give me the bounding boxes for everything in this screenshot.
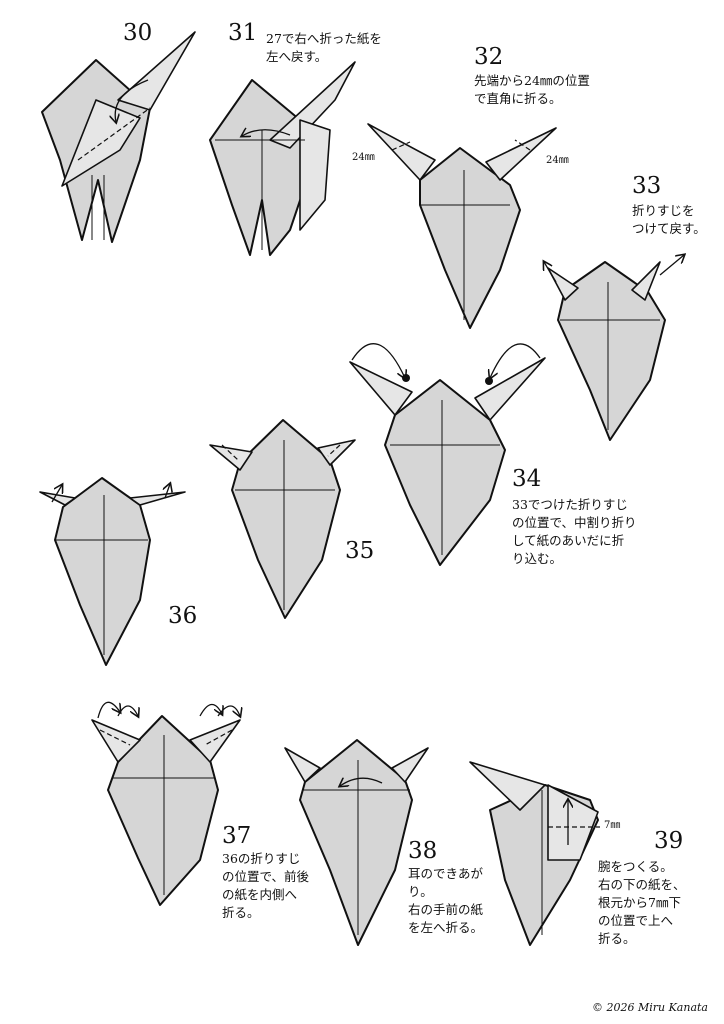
step-caption: 折りすじを つけて戻す。 [632,203,706,236]
step-caption: 36の折りすじ の位置で、前後 の紙を内側へ 折る。 [222,851,310,920]
diagram-step-39 [469,761,600,946]
step-number: 30 [123,20,153,46]
step-caption: 33でつけた折りすじ の位置で、中割り折り して紙のあいだに折 り込む。 [512,497,637,566]
diagram-step-35 [209,419,356,619]
measurement-label: 7㎜ [604,820,621,831]
step-number: 34 [512,466,542,492]
step-number: 31 [228,20,258,46]
step-number: 39 [654,828,684,854]
measurement-label: 24㎜ [546,155,569,166]
step-caption: 腕をつくる。 右の下の紙を、 根元から7㎜下 の位置で上へ 折る。 [598,859,686,946]
diagram-step-32 [367,123,557,329]
diagram-step-33 [544,255,684,441]
diagram-step-30 [41,31,196,243]
measurement-label: 24㎜ [352,152,375,163]
step-caption: 耳のできあが り。 右の手前の紙 を左へ折る。 [408,866,484,935]
step-number: 37 [222,823,252,849]
diagram-step-38 [284,739,429,946]
step-number: 36 [168,603,198,629]
step-caption: 27で右へ折った紙を 左へ戻す。 [266,31,382,64]
copyright-credit: © 2026 Miru Kanata [591,1001,708,1014]
step-caption: 先端から24㎜の位置 で直角に折る。 [474,73,590,106]
diagram-step-31 [209,61,356,256]
step-number: 38 [408,838,438,864]
step-number: 32 [474,44,504,70]
step-number: 33 [632,173,662,199]
diagram-step-36 [39,477,186,666]
diagram-step-34 [349,343,546,566]
step-number: 35 [345,538,375,564]
diagram-step-37 [91,701,240,906]
